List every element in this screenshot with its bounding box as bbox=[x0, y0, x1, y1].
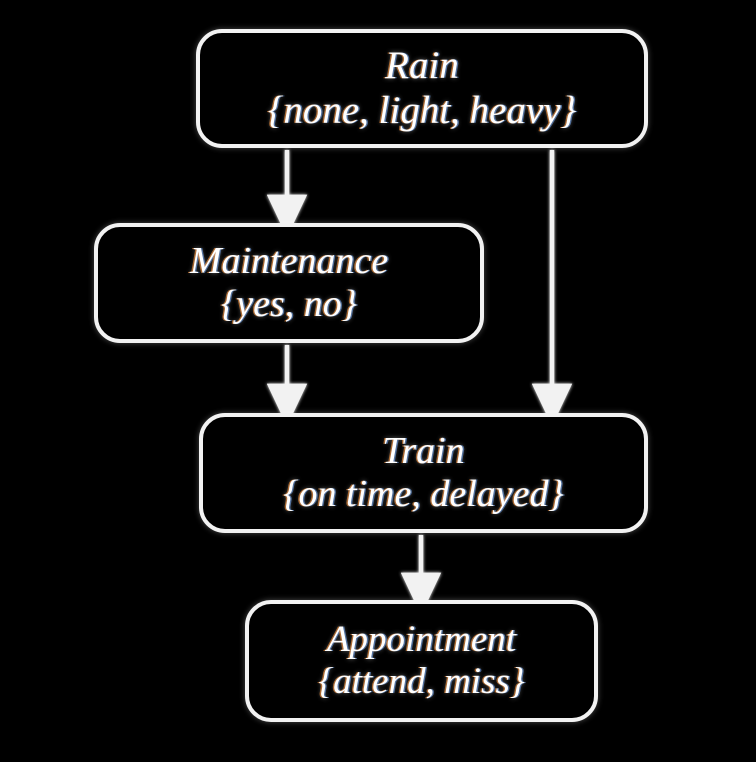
node-train[interactable]: Train {on time, delayed} bbox=[199, 413, 648, 533]
node-appointment-states: {attend, miss} bbox=[318, 661, 525, 702]
node-rain-states: {none, light, heavy} bbox=[267, 88, 577, 132]
node-maintenance[interactable]: Maintenance {yes, no} bbox=[94, 223, 484, 343]
node-rain[interactable]: Rain {none, light, heavy} bbox=[196, 29, 648, 148]
node-train-title: Train bbox=[382, 430, 465, 473]
node-maintenance-title: Maintenance bbox=[189, 240, 389, 283]
node-maintenance-states: {yes, no} bbox=[221, 283, 357, 325]
node-appointment[interactable]: Appointment {attend, miss} bbox=[245, 600, 598, 722]
node-rain-title: Rain bbox=[385, 44, 459, 88]
node-appointment-title: Appointment bbox=[326, 619, 517, 661]
node-train-states: {on time, delayed} bbox=[283, 473, 564, 515]
